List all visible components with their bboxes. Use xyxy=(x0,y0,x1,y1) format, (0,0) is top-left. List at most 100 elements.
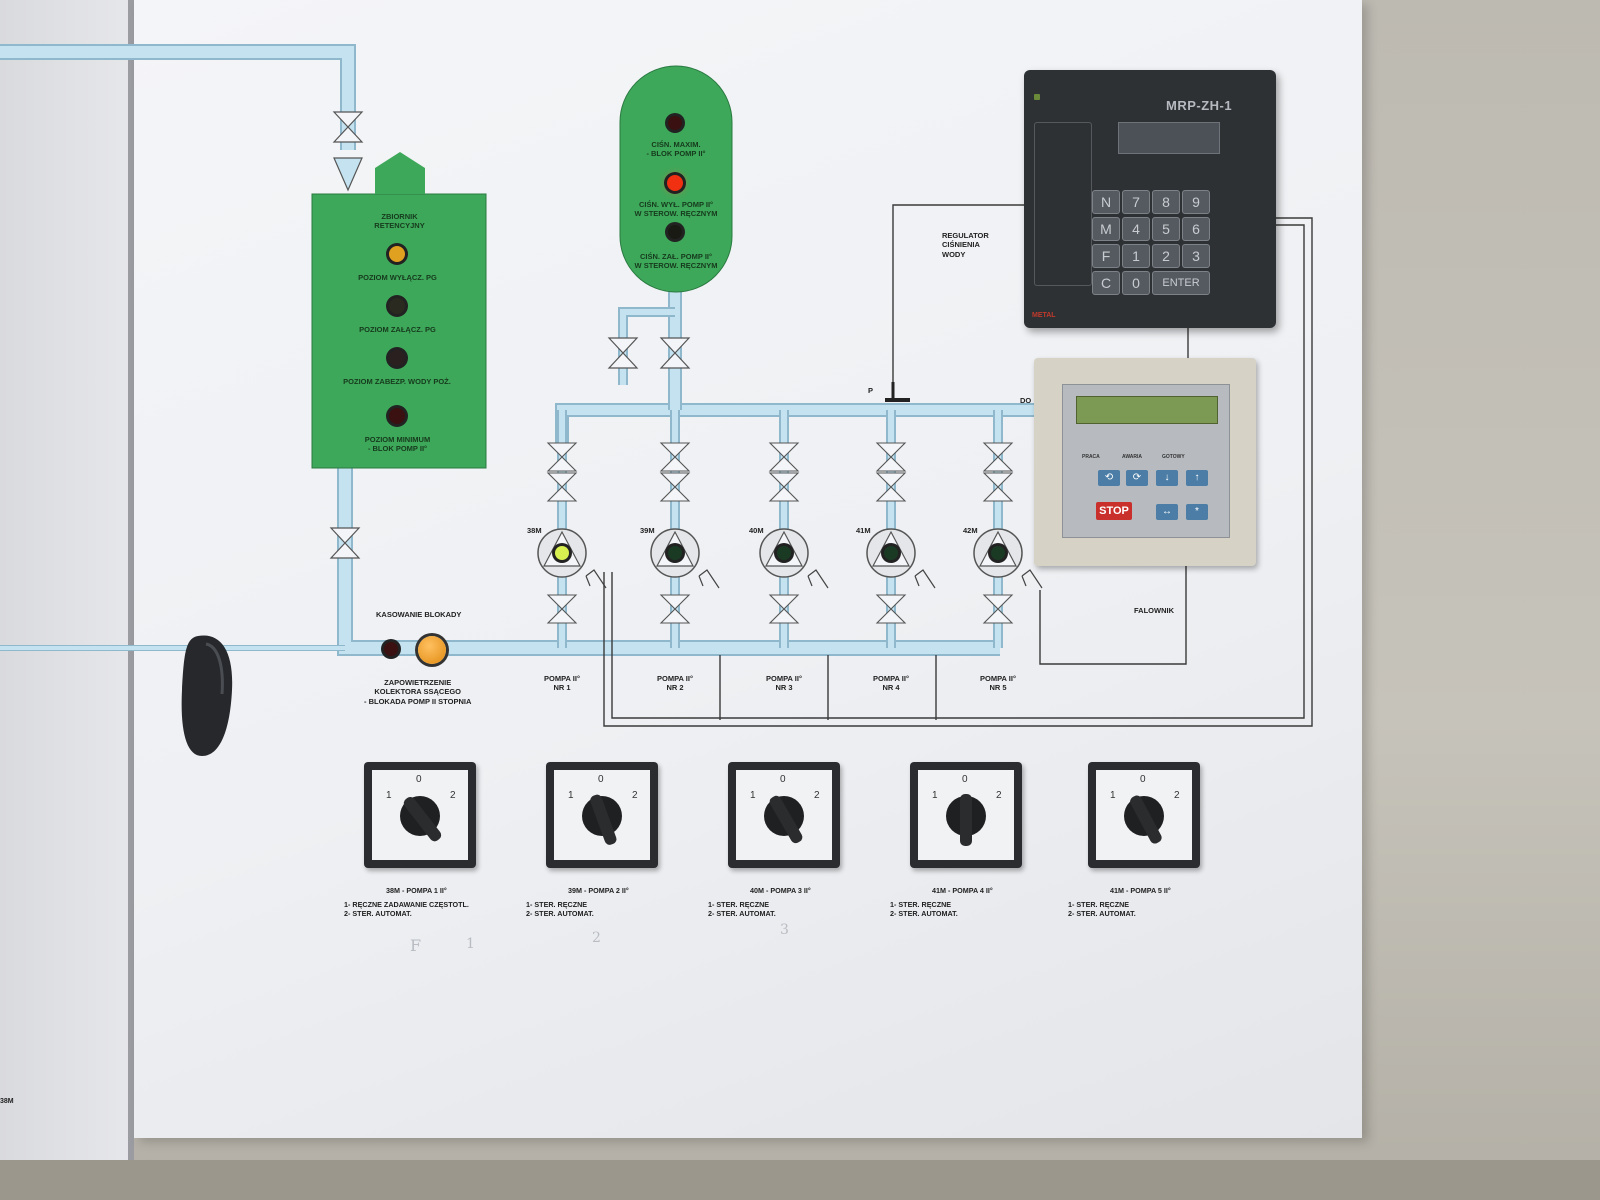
controller-led-column xyxy=(1034,122,1092,286)
controller-model: MRP-ZH-1 xyxy=(1166,98,1233,113)
pencil-mark-3: 2 xyxy=(592,930,601,946)
inverter-down-button[interactable]: ↓ xyxy=(1156,470,1178,486)
switch-desc-2: 1- STER. RĘCZNE 2- STER. AUTOMAT. xyxy=(526,900,594,919)
switch-pos-0: 0 xyxy=(598,774,604,785)
switch-pos-0: 0 xyxy=(416,774,422,785)
floor xyxy=(0,1160,1600,1200)
drain-valve-icon xyxy=(607,337,639,369)
outlet-do-label: DO xyxy=(1020,396,1032,405)
key-m[interactable]: M xyxy=(1092,217,1120,241)
key-7[interactable]: 7 xyxy=(1122,190,1150,214)
inverter-label: FALOWNIK xyxy=(1134,606,1174,615)
pump-label-3: POMPA II° NR 3 xyxy=(766,674,802,693)
signal-drops xyxy=(719,655,937,720)
key-6[interactable]: 6 xyxy=(1182,217,1210,241)
inverter-shift-button[interactable]: ↔ xyxy=(1156,504,1178,520)
inverter-rotate-right-button[interactable]: ⟳ xyxy=(1126,470,1148,486)
key-5[interactable]: 5 xyxy=(1152,217,1180,241)
key-9[interactable]: 9 xyxy=(1182,190,1210,214)
pump-lamp-3 xyxy=(777,546,791,560)
switch-pos-0: 0 xyxy=(1140,774,1146,785)
pencil-mark-4: 3 xyxy=(780,922,789,938)
pump-tag-4: 41M xyxy=(856,526,871,535)
reset-label: KASOWANIE BLOKADY xyxy=(376,610,462,619)
pump-label-5: POMPA II° NR 5 xyxy=(980,674,1016,693)
switch-pos-1: 1 xyxy=(386,790,392,801)
tank-vent-shape xyxy=(375,152,425,194)
key-c[interactable]: C xyxy=(1092,271,1120,295)
pump-tag-2: 39M xyxy=(640,526,655,535)
pump-label-4: POMPA II° NR 4 xyxy=(873,674,909,693)
inverter-star-button[interactable]: * xyxy=(1186,504,1208,520)
inverter-rotate-left-button[interactable]: ⟲ xyxy=(1098,470,1120,486)
air-lock-label: ZAPOWIETRZENIE KOLEKTORA SSĄCEGO - BLOKA… xyxy=(364,678,472,706)
switch-knob-icon[interactable] xyxy=(1096,770,1192,860)
vessel-lamp-label-3: CIŚN. ZAŁ. POMP II° W STEROW. RĘCZNYM xyxy=(634,252,718,271)
pump-label-1: POMPA II° NR 1 xyxy=(544,674,580,693)
tank-lamp-3 xyxy=(389,350,405,366)
reset-button[interactable] xyxy=(418,636,446,664)
regulator-label: REGULATOR CIŚNIENIA WODY xyxy=(942,231,989,259)
pencil-mark-2: 1 xyxy=(466,936,475,952)
vessel-valve-icon xyxy=(659,337,691,369)
switch-pos-1: 1 xyxy=(1110,790,1116,801)
pump-lamp-1 xyxy=(555,546,569,560)
pump-branch-3 xyxy=(759,410,829,648)
vessel-lamp-1 xyxy=(668,116,682,130)
inverter-stop-button[interactable]: STOP xyxy=(1096,502,1132,520)
inlet-valve-icon xyxy=(332,111,364,143)
vessel-lamp-label-2: CIŚN. WYŁ. POMP II° W STEROW. RĘCZNYM xyxy=(634,200,718,219)
key-4[interactable]: 4 xyxy=(1122,217,1150,241)
pump-branch-1 xyxy=(537,410,607,648)
inlet-arrow-icon xyxy=(333,157,363,192)
controller-brand: METAL xyxy=(1032,312,1056,319)
door-handle[interactable] xyxy=(178,630,238,760)
key-enter[interactable]: ENTER xyxy=(1152,271,1210,295)
key-0[interactable]: 0 xyxy=(1122,271,1150,295)
tank-lamp-4 xyxy=(389,408,405,424)
key-8[interactable]: 8 xyxy=(1152,190,1180,214)
controller-display xyxy=(1118,122,1220,154)
vessel-lamp-2 xyxy=(667,175,683,191)
switch-pos-2: 2 xyxy=(996,790,1002,801)
switch-desc-1: 1- RĘCZNE ZADAWANIE CZĘSTOTL. 2- STER. A… xyxy=(344,900,469,919)
signal-line-inverter xyxy=(1039,566,1187,665)
tank-lamp-label-1: POZIOM WYŁĄCZ. PG xyxy=(358,273,437,282)
tank-lamp-label-4: POZIOM MINIMUM - BLOK POMP II° xyxy=(364,435,431,454)
switch-pos-0: 0 xyxy=(962,774,968,785)
switch-desc-3: 1- STER. RĘCZNE 2- STER. AUTOMAT. xyxy=(708,900,776,919)
inverter-status-2: AWARIA xyxy=(1122,454,1142,460)
switch-knob-icon[interactable] xyxy=(372,770,468,860)
switch-knob-icon[interactable] xyxy=(736,770,832,860)
signal-loop-outer xyxy=(603,217,1313,727)
key-f[interactable]: F xyxy=(1092,244,1120,268)
left-cabinet-door xyxy=(0,0,132,1160)
signal-line-regulator xyxy=(892,204,1024,395)
key-n[interactable]: N xyxy=(1092,190,1120,214)
switch-desc-4: 1- STER. RĘCZNE 2- STER. AUTOMAT. xyxy=(890,900,958,919)
switch-title-3: 40M - POMPA 3 II° xyxy=(750,886,811,895)
inverter-up-button[interactable]: ↑ xyxy=(1186,470,1208,486)
edge-label: 38M xyxy=(0,1098,14,1105)
pump-branch-2 xyxy=(650,410,720,648)
switch-desc-5: 1- STER. RĘCZNE 2- STER. AUTOMAT. xyxy=(1068,900,1136,919)
air-lock-lamp xyxy=(384,642,398,656)
key-3[interactable]: 3 xyxy=(1182,244,1210,268)
switch-knob-icon[interactable] xyxy=(554,770,650,860)
switch-knob-icon[interactable] xyxy=(918,770,1014,860)
key-2[interactable]: 2 xyxy=(1152,244,1180,268)
key-1[interactable]: 1 xyxy=(1122,244,1150,268)
pump-branch-5 xyxy=(973,410,1043,648)
discharge-header-edge xyxy=(555,403,1040,448)
inverter-status-1: PRACA xyxy=(1082,454,1100,460)
drain-pipe-edge xyxy=(618,307,675,385)
